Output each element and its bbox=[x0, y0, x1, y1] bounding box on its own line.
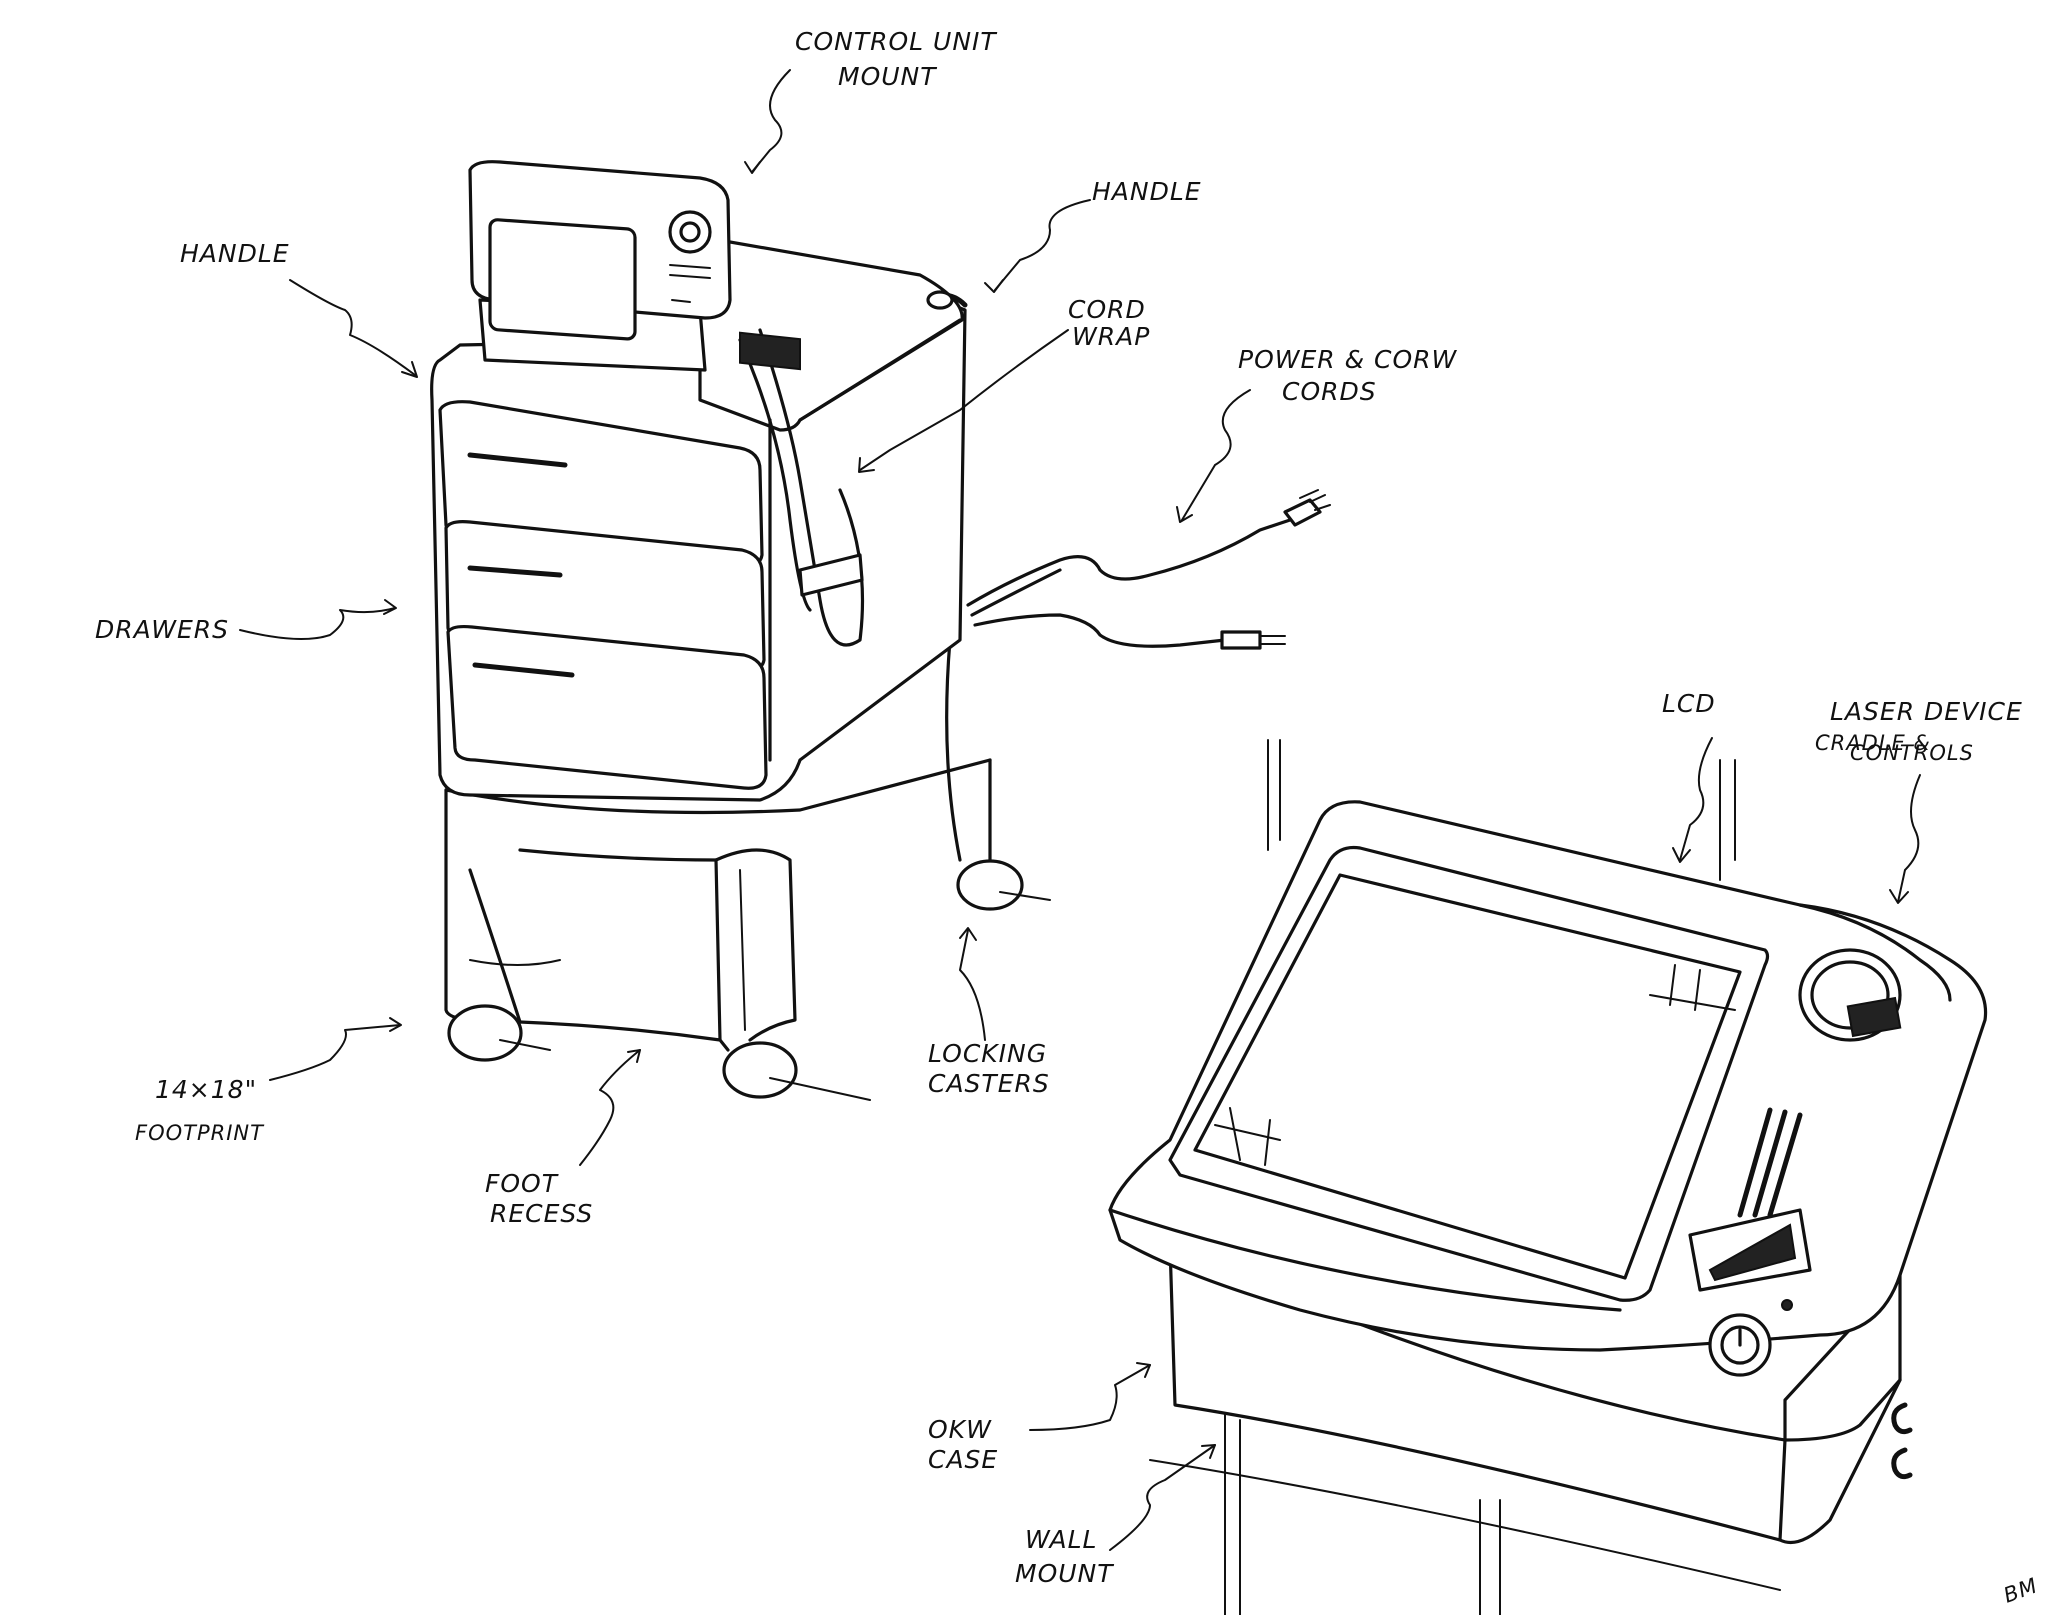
caster-back-right bbox=[956, 859, 1024, 911]
power-cords bbox=[966, 489, 1331, 650]
label-handle-right: HANDLE bbox=[1092, 177, 1202, 206]
label-control-unit-mount-2: MOUNT bbox=[838, 62, 937, 91]
label-cord-wrap: CORD bbox=[1068, 295, 1146, 324]
label-wall-mount-2: MOUNT bbox=[1015, 1559, 1114, 1588]
label-footprint: 14×18" bbox=[155, 1075, 257, 1104]
label-foot-recess-2: RECESS bbox=[490, 1199, 593, 1228]
label-laser-device: LASER DEVICE bbox=[1830, 697, 2023, 726]
label-control-unit-mount: CONTROL UNIT bbox=[795, 27, 997, 56]
medical-cart bbox=[430, 160, 1051, 1101]
caster-front-left bbox=[447, 1004, 523, 1062]
laser-device-unit bbox=[1108, 739, 1988, 1615]
label-laser-device-2: CRADLE & bbox=[1815, 731, 1931, 755]
lcd-screen bbox=[1193, 873, 1742, 1280]
label-wall-mount: WALL bbox=[1025, 1525, 1097, 1554]
control-unit-screen bbox=[488, 218, 637, 341]
label-okw-case: OKW bbox=[928, 1415, 992, 1444]
label-foot-recess: FOOT bbox=[485, 1169, 559, 1198]
label-locking-casters: LOCKING bbox=[928, 1039, 1047, 1068]
label-power-cords: POWER & CORW bbox=[1238, 345, 1458, 374]
label-corner-mark: BM bbox=[2000, 1573, 2041, 1607]
caster-front-right bbox=[722, 1041, 798, 1099]
annotation-arrows bbox=[239, 69, 1921, 1551]
label-okw-case-2: CASE bbox=[928, 1445, 998, 1474]
label-locking-casters-2: CASTERS bbox=[928, 1069, 1050, 1098]
label-power-cords-2: CORDS bbox=[1282, 377, 1377, 406]
annotation-labels: CONTROL UNIT MOUNT HANDLE HANDLE CORD WR… bbox=[95, 27, 2041, 1608]
label-laser-device-3: CONTROLS bbox=[1850, 741, 1974, 765]
control-unit-dial bbox=[668, 210, 712, 254]
label-cord-wrap-2: WRAP bbox=[1072, 322, 1150, 351]
label-drawers: DRAWERS bbox=[95, 615, 229, 644]
label-lcd: LCD bbox=[1662, 689, 1716, 718]
okw-case bbox=[1168, 1243, 1787, 1542]
control-unit bbox=[468, 160, 801, 372]
drawer-3 bbox=[446, 624, 768, 790]
label-handle-left: HANDLE bbox=[180, 239, 290, 268]
label-footprint-2: FOOTPRINT bbox=[135, 1121, 265, 1145]
